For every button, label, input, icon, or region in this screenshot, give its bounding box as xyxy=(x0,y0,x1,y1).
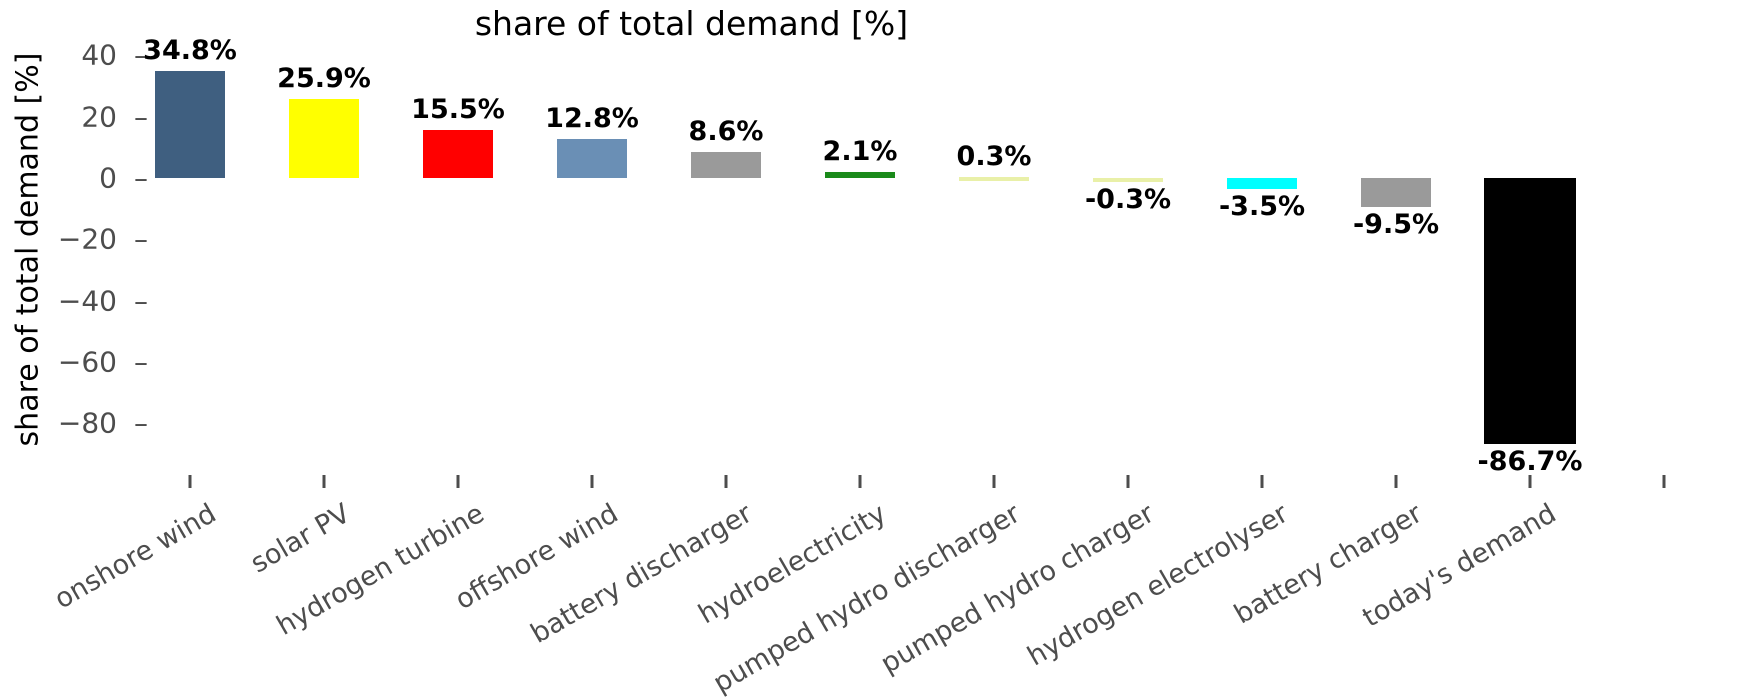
y-axis-tick-0: 0– xyxy=(18,161,148,194)
y-axis-tick-mark: – xyxy=(134,222,148,256)
y-axis-tick-label: −20 xyxy=(57,222,117,256)
bar-value-label: 25.9% xyxy=(277,62,371,94)
bar-today-s-demand[interactable] xyxy=(1484,177,1576,444)
bar-value-label: -0.3% xyxy=(1084,183,1172,215)
y-axis-tick-label: 0 xyxy=(99,161,117,195)
y-axis-tick-label: 40 xyxy=(81,38,117,72)
plot-area: 40–20–0–−20–−40–−60–−80–34.8%25.9%15.5%1… xyxy=(49,35,1748,699)
bar-battery-charger[interactable] xyxy=(1361,177,1431,208)
bar-onshore-wind[interactable] xyxy=(155,71,225,178)
x-axis-tick-mark xyxy=(456,475,460,488)
x-axis-tick-mark xyxy=(590,475,594,488)
x-axis-tick-mark xyxy=(322,475,326,488)
y-axis-tick-mark: – xyxy=(134,38,148,72)
y-axis-tick-label: −60 xyxy=(57,345,117,379)
bar-value-label: 2.1% xyxy=(822,135,898,167)
bar-value-label: -9.5% xyxy=(1352,209,1440,241)
bar-pumped-hydro-discharger[interactable] xyxy=(959,177,1029,182)
bar-value-label: 34.8% xyxy=(143,35,237,67)
y-axis-tick-label: −80 xyxy=(57,406,117,440)
bar-offshore-wind[interactable] xyxy=(557,138,627,178)
bar-value-label: 12.8% xyxy=(545,102,639,134)
y-axis-tick-label: −40 xyxy=(57,284,117,318)
bar-value-label: 0.3% xyxy=(956,141,1032,173)
y-axis-tick-mark: – xyxy=(134,284,148,318)
y-axis-tick-neg40: −40– xyxy=(18,284,148,317)
bar-solar-pv[interactable] xyxy=(289,98,359,178)
x-axis-tick-mark xyxy=(1528,475,1532,488)
x-axis-tick-mark xyxy=(1260,475,1264,488)
y-axis-tick-mark: – xyxy=(134,406,148,440)
y-axis-tick-20: 20– xyxy=(18,100,148,133)
x-axis-tick-label-onshore-wind: onshore wind xyxy=(49,498,222,616)
bar-battery-discharger[interactable] xyxy=(691,151,761,178)
x-axis-tick-mark xyxy=(724,475,728,488)
x-axis-tick-label-solar-pv: solar PV xyxy=(245,498,356,580)
bar-hydrogen-turbine[interactable] xyxy=(423,130,493,178)
bar-pumped-hydro-charger[interactable] xyxy=(1093,177,1163,182)
bar-value-label: 8.6% xyxy=(688,115,764,147)
bar-value-label: -3.5% xyxy=(1218,190,1306,222)
y-axis-tick-40: 40– xyxy=(18,39,148,72)
bar-hydroelectricity[interactable] xyxy=(825,171,895,178)
x-axis-tick-mark xyxy=(1662,475,1666,488)
bar-hydrogen-electrolyser[interactable] xyxy=(1227,177,1297,189)
y-axis-tick-mark: – xyxy=(134,345,148,379)
x-axis-tick-mark xyxy=(188,475,192,488)
x-axis-tick-mark xyxy=(992,475,996,488)
y-axis-tick-mark: – xyxy=(134,100,148,134)
bar-value-label: -86.7% xyxy=(1477,445,1583,477)
y-axis-tick-mark: – xyxy=(134,161,148,195)
x-axis-tick-mark xyxy=(1126,475,1130,488)
x-axis-tick-mark xyxy=(1394,475,1398,488)
y-axis-tick-label: 20 xyxy=(81,100,117,134)
y-axis-tick-neg20: −20– xyxy=(18,223,148,256)
bar-value-label: 15.5% xyxy=(411,94,505,126)
chart-title: share of total demand [%] xyxy=(474,4,909,43)
x-axis-tick-label-battery-discharger: battery discharger xyxy=(525,498,758,650)
y-axis-tick-neg80: −80– xyxy=(18,407,148,440)
x-axis-tick-mark xyxy=(858,475,862,488)
y-axis-tick-neg60: −60– xyxy=(18,345,148,378)
